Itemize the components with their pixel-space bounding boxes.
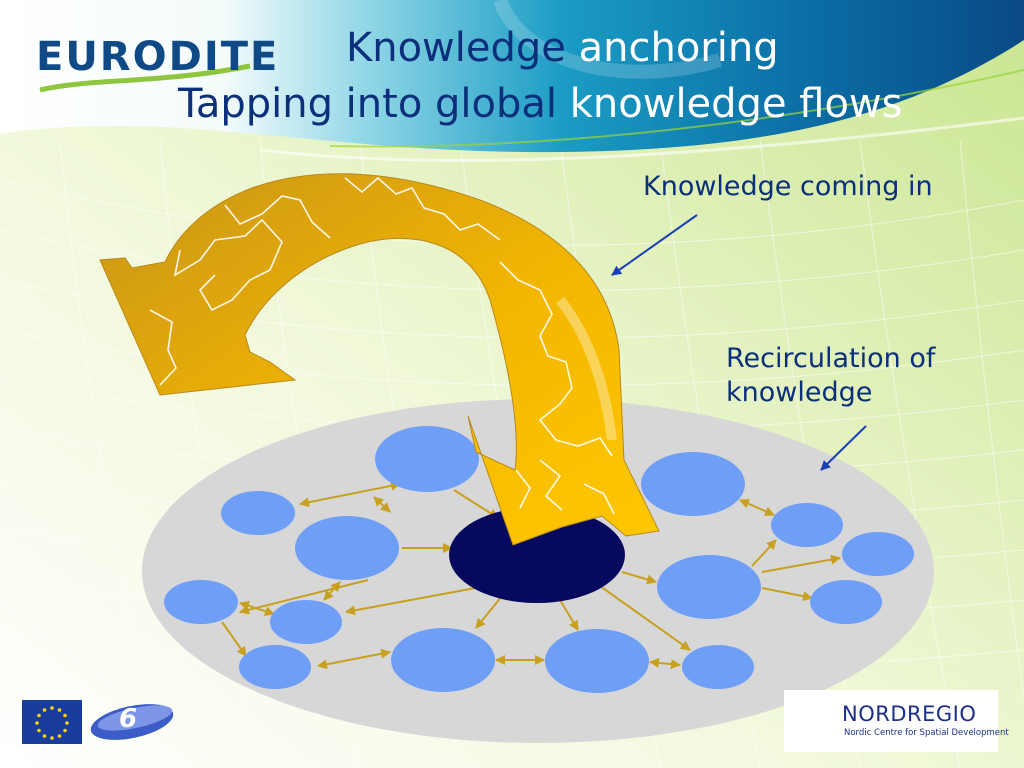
label-recirculation-line1: Recirculation of: [726, 343, 936, 374]
label-knowledge-coming-in: Knowledge coming in: [643, 171, 933, 202]
node: [375, 426, 479, 492]
node: [657, 555, 761, 619]
incoming-knowledge-arrow: [99, 173, 660, 546]
node: [164, 580, 238, 624]
pointer-arrow-recirculation: [820, 425, 867, 471]
node: [270, 600, 342, 644]
node: [391, 628, 495, 692]
title-line1-part2: anchoring: [578, 25, 779, 71]
node: [771, 503, 843, 547]
title-line1-part1: Knowledge: [346, 25, 566, 71]
node: [810, 580, 882, 624]
core-node: [449, 507, 625, 603]
title-line2-part1: Tapping into global: [178, 81, 558, 127]
fp6-logo-icon: [90, 704, 174, 740]
nordregio-subtitle: Nordic Centre for Spatial Development: [844, 728, 1009, 738]
eurodite-logo-text: EURODITE: [36, 34, 280, 80]
nordregio-logo: NORDREGIO Nordic Centre for Spatial Deve…: [784, 690, 1009, 752]
slide-title-line1: Knowledge anchoring: [346, 28, 779, 68]
label-recirculation-line2: knowledge: [726, 377, 873, 408]
nordregio-name: NORDREGIO: [842, 702, 977, 726]
node: [221, 491, 295, 535]
node: [239, 645, 311, 689]
eurodite-logo-icon: [39, 63, 251, 93]
node: [545, 629, 649, 693]
pointer-arrow-in: [611, 214, 698, 276]
fp6-number: 6: [119, 704, 138, 734]
node: [295, 516, 399, 580]
slide-title-line2: Tapping into global knowledge flows: [178, 84, 903, 124]
title-line2-part2: knowledge flows: [569, 81, 903, 127]
label-recirculation: Recirculation of knowledge: [726, 342, 935, 410]
network-links: [221, 480, 841, 670]
node: [682, 645, 754, 689]
eu-flag-icon: [22, 700, 82, 744]
node: [641, 452, 745, 516]
node: [842, 532, 914, 576]
network-nodes: [164, 426, 914, 693]
